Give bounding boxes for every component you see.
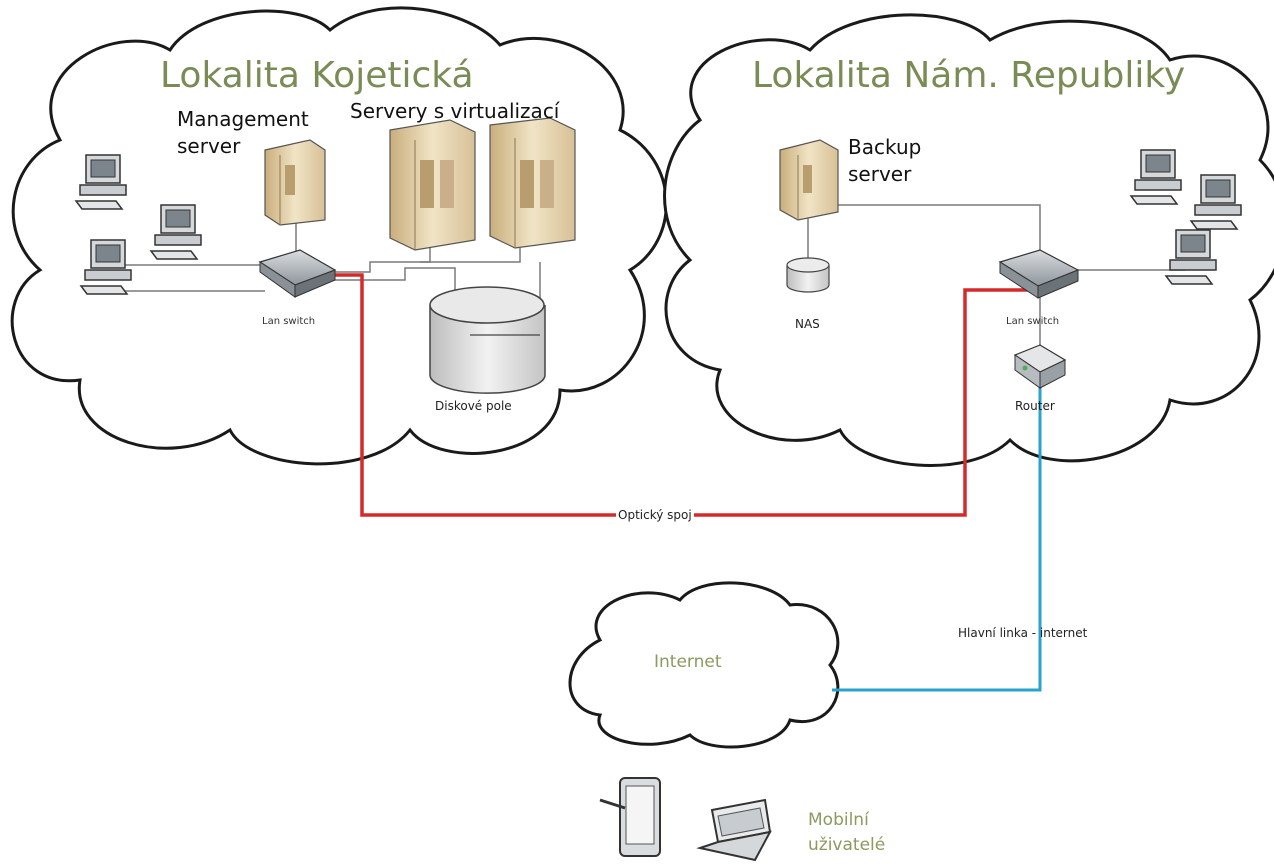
server-icon: [489, 117, 576, 249]
internet-link-line: [832, 372, 1042, 692]
site-title-right: Lokalita Nám. Republiky: [752, 55, 1186, 96]
mobile-users-label: Mobilní uživatelé: [808, 810, 886, 855]
internet-label: Internet: [654, 652, 722, 672]
server-icon: [389, 119, 476, 251]
laptop-icon: [696, 798, 772, 862]
lan-switch-label-left: Lan switch: [262, 316, 316, 327]
switch-icon: [258, 249, 337, 298]
main-internet-link-label: Hlavní linka - internet: [958, 626, 1088, 640]
disk-array-label: Diskové pole: [435, 399, 512, 413]
tablet-icon: [599, 777, 661, 857]
nas-icon: [786, 257, 830, 293]
router-label: Router: [1015, 399, 1055, 413]
site-title-left: Lokalita Kojetická: [160, 55, 474, 96]
switch-icon: [998, 249, 1080, 299]
optical-link-label: Optický spoj: [616, 508, 694, 522]
backup-server-label: Backup server: [848, 135, 922, 186]
router-icon: [1013, 344, 1067, 389]
server-icon: [779, 139, 839, 221]
nas-label: NAS: [795, 317, 820, 331]
management-server-label: Management server: [177, 107, 309, 158]
disk-array-icon: [429, 286, 546, 394]
lan-switch-label-right: Lan switch: [1006, 316, 1060, 327]
virtualization-servers-label: Servery s virtualizací: [350, 99, 560, 123]
cloud-icon: [568, 581, 840, 749]
server-icon: [264, 139, 326, 226]
cloud-icon: [663, 13, 1274, 467]
